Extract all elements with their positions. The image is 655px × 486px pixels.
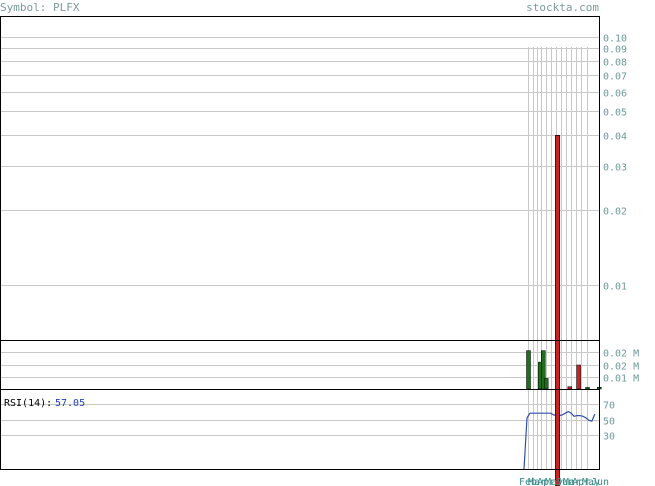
x-axis-label: May	[582, 477, 600, 486]
volume-bar	[585, 387, 590, 390]
price-tick-label: 0.09	[603, 45, 627, 56]
rsi-tick-label: 70	[603, 401, 615, 412]
price-tick-label: 0.08	[603, 58, 627, 69]
rsi-tick-labels: 70 50 30	[603, 401, 615, 443]
rsi-tick-label: 30	[603, 432, 615, 443]
x-axis-label: Feb	[519, 477, 537, 486]
price-tick-label: 0.06	[603, 89, 627, 100]
volume-panel-grid	[1, 352, 599, 378]
price-tick-label: 0.07	[603, 72, 627, 83]
price-tick-label: 0.10	[603, 34, 627, 45]
x-axis-label: Jun	[556, 477, 574, 486]
volume-tick-label: 0.02 M	[603, 362, 639, 373]
rsi-panel-grid	[1, 404, 599, 436]
volume-bar	[526, 350, 531, 390]
price-bars	[555, 135, 560, 486]
volume-tick-label: 0.02 M	[603, 349, 639, 360]
x-axis-label: Apr	[537, 477, 555, 486]
price-tick-label: 0.05	[603, 108, 627, 119]
x-axis-label: Mar	[528, 477, 546, 486]
volume-bar	[543, 378, 549, 390]
price-tick-labels: 0.100.09 0.08 0.07 0.06 0.05 0.04 0.03 0.02 0.01	[603, 34, 627, 293]
volume-tick-label: 0.01 M	[603, 374, 639, 385]
rsi-value: 57.05	[55, 398, 85, 409]
symbol-label: Symbol: PLFX	[0, 1, 80, 14]
rsi-label: RSI(14):	[4, 398, 52, 409]
x-axis-label: May	[545, 477, 563, 486]
price-tick-label: 0.02	[603, 207, 627, 218]
rsi-panel-frame	[0, 389, 600, 470]
x-axis-label: Apr	[572, 477, 590, 486]
price-bar	[555, 135, 560, 486]
volume-bar	[576, 364, 581, 390]
price-panel-grid	[1, 37, 599, 286]
volume-tick-labels: 0.02 M0.02 M0.01 M	[603, 349, 639, 385]
price-tick-label: 0.01	[603, 282, 627, 293]
volume-bar	[567, 386, 573, 390]
rsi-tick-label: 50	[603, 417, 615, 428]
price-tick-label: 0.03	[603, 163, 627, 174]
price-panel-frame	[0, 16, 600, 341]
x-axis-label: Jun	[591, 477, 609, 486]
x-axis-label: Mar	[563, 477, 581, 486]
site-label: stockta.com	[526, 1, 599, 14]
price-tick-label: 0.04	[603, 132, 627, 143]
